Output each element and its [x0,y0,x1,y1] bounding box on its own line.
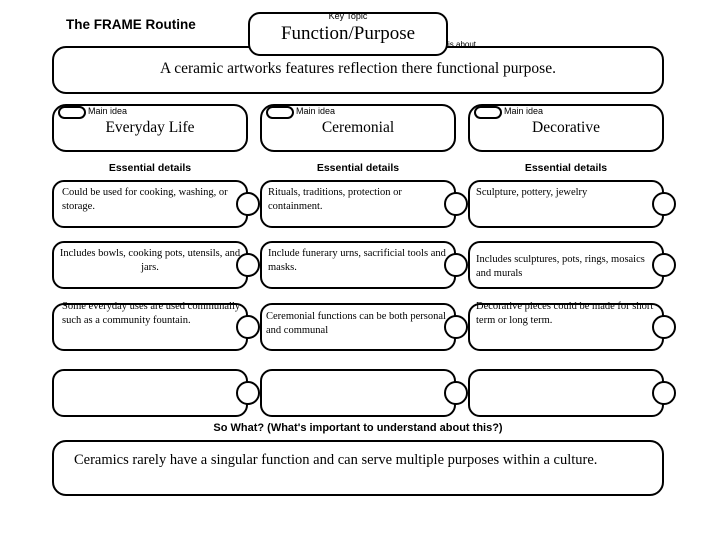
detail-box-0-2[interactable] [52,303,248,351]
main-idea-tab-2 [474,106,502,119]
main-idea-tab-0 [58,106,86,119]
detail-text-2-0: Sculpture, pottery, jewelry [476,187,588,198]
is-about-label: is about … [448,40,487,49]
detail-knob-1-3 [444,381,468,405]
detail-knob-2-0 [652,192,676,216]
main-idea-text-2: Decorative [532,119,600,136]
main-idea-label-1: Main idea [296,106,336,116]
detail-box-0-0[interactable] [52,180,248,228]
statement-text: A ceramic artworks features reflection t… [160,60,556,77]
main-idea-tab-1 [266,106,294,119]
detail-box-2-2[interactable] [468,303,664,351]
main-idea-label-0: Main idea [88,106,128,116]
key-topic-label: Key Topic [328,11,368,21]
detail-knob-2-2 [652,315,676,339]
detail-knob-0-3 [236,381,260,405]
essential-details-label-2: Essential details [524,162,608,174]
detail-text-1-0: Rituals, traditions, protection or conta… [268,187,402,213]
key-topic-box[interactable] [248,12,448,56]
detail-knob-2-1 [652,253,676,277]
so-what-box[interactable] [52,440,664,496]
detail-box-0-3[interactable] [52,369,248,417]
detail-text-0-1: Includes bowls, cooking pots, utensils, … [59,248,241,274]
detail-box-1-3[interactable] [260,369,456,417]
detail-box-1-0[interactable] [260,180,456,228]
detail-knob-1-0 [444,192,468,216]
detail-knob-2-3 [652,381,676,405]
essential-details-label-1: Essential details [316,162,400,174]
detail-box-2-3[interactable] [468,369,664,417]
detail-text-2-2: Decorative pieces could be made for shor… [476,301,654,327]
essential-details-label-0: Essential details [108,162,192,174]
main-idea-text-0: Everyday Life [105,119,195,136]
detail-knob-0-1 [236,253,260,277]
page-title: The FRAME Routine [66,17,196,32]
detail-box-0-1[interactable] [52,241,248,289]
detail-box-2-0[interactable] [468,180,664,228]
detail-knob-0-0 [236,192,260,216]
detail-text-0-0: Could be used for cooking, washing, or s… [62,187,228,213]
so-what-text: Ceramics rarely have a singular function… [74,452,598,468]
detail-text-1-1: Include funerary urns, sacrificial tools… [268,248,446,274]
detail-knob-0-2 [236,315,260,339]
so-what-label: So What? (What's important to understand… [213,422,503,434]
detail-box-1-1[interactable] [260,241,456,289]
key-topic-text: Function/Purpose [280,23,416,44]
detail-knob-1-2 [444,315,468,339]
main-idea-text-1: Ceremonial [321,119,395,136]
main-idea-label-2: Main idea [504,106,544,116]
detail-text-0-2: Some everyday uses are used communally s… [62,301,241,327]
detail-text-1-2: Ceremonial functions can be both persona… [266,311,446,337]
detail-box-2-1[interactable] [468,241,664,289]
detail-knob-1-1 [444,253,468,277]
detail-text-2-1: Includes sculptures, pots, rings, mosaic… [476,254,645,280]
